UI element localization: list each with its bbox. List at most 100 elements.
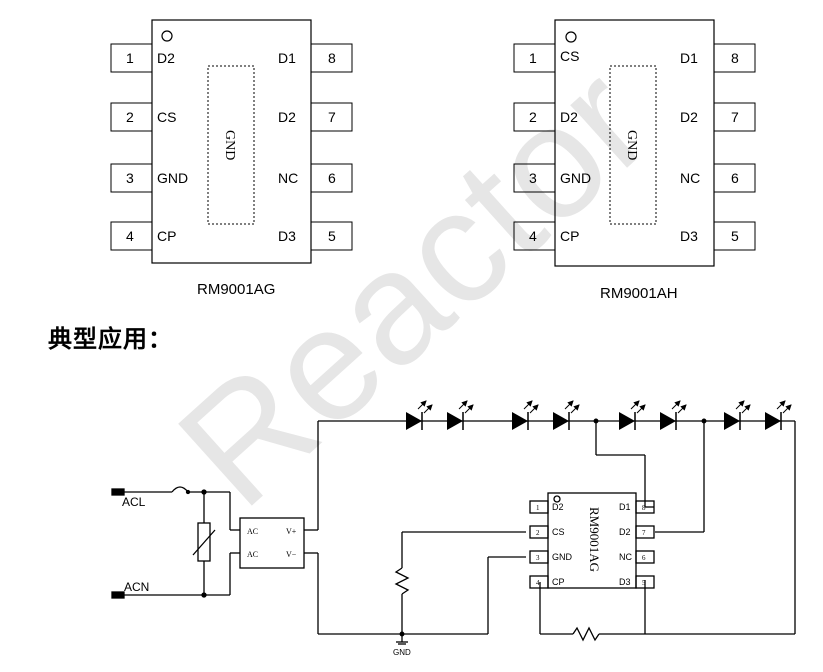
- app-pin-number: 8: [642, 504, 646, 512]
- app-pin-name: NC: [619, 552, 632, 562]
- pin-number: 2: [126, 109, 134, 125]
- exposed-pad: [609, 65, 657, 225]
- gnd-label: GND: [393, 648, 411, 657]
- pin-name: D2: [278, 109, 296, 125]
- pin-name: D1: [680, 50, 698, 66]
- pin-number: 3: [529, 170, 537, 186]
- led-icon: [447, 400, 474, 430]
- bridge-vminus-label: V−: [286, 550, 297, 559]
- acn-label: ACN: [124, 580, 149, 594]
- app-pin-number: 4: [536, 579, 540, 587]
- bridge-rectifier: [239, 517, 305, 569]
- app-pin-name: D2: [619, 527, 631, 537]
- pin-box: [713, 102, 756, 132]
- chip-rm9001ah: GND 1 CS 2 D2 3 GND 4 CP 8 D1 7 D2 6 NC …: [513, 19, 756, 302]
- pin-name: NC: [680, 170, 700, 186]
- led-icon: [406, 400, 433, 430]
- pin-box: [310, 102, 353, 132]
- app-pin-name: CP: [552, 577, 565, 587]
- chip-name: RM9001AH: [600, 285, 678, 302]
- pin-number: 8: [731, 50, 739, 66]
- led-icon: [619, 400, 646, 430]
- pin-name: D1: [278, 50, 296, 66]
- led-string: [406, 400, 792, 430]
- pin-box: [713, 43, 756, 73]
- pin-name: GND: [157, 170, 188, 186]
- pin-number: 1: [529, 50, 537, 66]
- app-pin-name: D2: [552, 502, 564, 512]
- pin-name: CP: [157, 228, 176, 244]
- pin-box: [110, 102, 153, 132]
- pin-number: 4: [529, 228, 537, 244]
- pin-name: NC: [278, 170, 298, 186]
- sense-resistor-icon: [394, 567, 410, 595]
- pin-name: D2: [680, 109, 698, 125]
- pin-number: 1: [126, 50, 134, 66]
- pin-number: 2: [529, 109, 537, 125]
- pin-number: 8: [328, 50, 336, 66]
- pin-name: D2: [560, 109, 578, 125]
- chip-rm9001ag: GND 1 D2 2 CS 3 GND 4 CP 8 D1 7 D2 6 NC …: [110, 19, 353, 298]
- pin-name: D3: [278, 228, 296, 244]
- bridge-vplus-label: V+: [286, 527, 297, 536]
- app-pin-number: 7: [642, 529, 646, 537]
- app-pin-number: 3: [536, 554, 540, 562]
- app-pin-name: GND: [552, 552, 573, 562]
- app-pin-name: CS: [552, 527, 565, 537]
- app-ic-body: [547, 492, 637, 589]
- pin-number: 4: [126, 228, 134, 244]
- pin-name: CP: [560, 228, 579, 244]
- pin-number: 6: [328, 170, 336, 186]
- pin-box: [310, 221, 353, 251]
- app-pin-name: D1: [619, 502, 631, 512]
- led-icon: [512, 400, 539, 430]
- app-pin-number: 5: [642, 579, 646, 587]
- app-pin-number: 2: [536, 529, 540, 537]
- chip-body: [554, 19, 715, 267]
- pin-name: GND: [560, 170, 591, 186]
- chip-body: [151, 19, 312, 264]
- pin-name: CS: [560, 48, 579, 64]
- pin-box: [110, 221, 153, 251]
- pin-box: [713, 221, 756, 251]
- pin-name: CS: [157, 109, 176, 125]
- app-pin-number: 1: [536, 504, 540, 512]
- led-icon: [553, 400, 580, 430]
- led-icon: [724, 400, 751, 430]
- pin1-marker-icon: [565, 31, 577, 43]
- pad-label: GND: [222, 130, 237, 160]
- led-icon: [660, 400, 687, 430]
- bridge-ac2-label: AC: [247, 550, 258, 559]
- acl-label: ACL: [122, 495, 146, 509]
- pin-box: [110, 43, 153, 73]
- cp-resistor-icon: [572, 626, 600, 642]
- app-pin-number: 6: [642, 554, 646, 562]
- pin-number: 3: [126, 170, 134, 186]
- pin-name: D3: [680, 228, 698, 244]
- pin-box: [513, 221, 556, 251]
- acl-terminal: [111, 488, 125, 496]
- led-icon: [765, 400, 792, 430]
- pin-box: [310, 43, 353, 73]
- bridge-ac1-label: AC: [247, 527, 258, 536]
- pad-label: GND: [624, 130, 639, 160]
- pin-box: [110, 163, 153, 193]
- app-ic-name: RM9001AG: [587, 507, 602, 572]
- acn-terminal: [111, 591, 125, 599]
- pin-number: 7: [731, 109, 739, 125]
- pin-box: [513, 163, 556, 193]
- pin-box: [513, 43, 556, 73]
- app-pin-name: D3: [619, 577, 631, 587]
- pin-box: [713, 163, 756, 193]
- pin1-marker-icon: [161, 30, 173, 42]
- chip-name: RM9001AG: [197, 281, 275, 298]
- pin-number: 6: [731, 170, 739, 186]
- pin-box: [513, 102, 556, 132]
- section-heading: 典型应用：: [48, 325, 173, 353]
- pin-box: [310, 163, 353, 193]
- exposed-pad: [207, 65, 255, 225]
- fuse-icon: [171, 486, 189, 493]
- pin-name: D2: [157, 50, 175, 66]
- pin-number: 5: [731, 228, 739, 244]
